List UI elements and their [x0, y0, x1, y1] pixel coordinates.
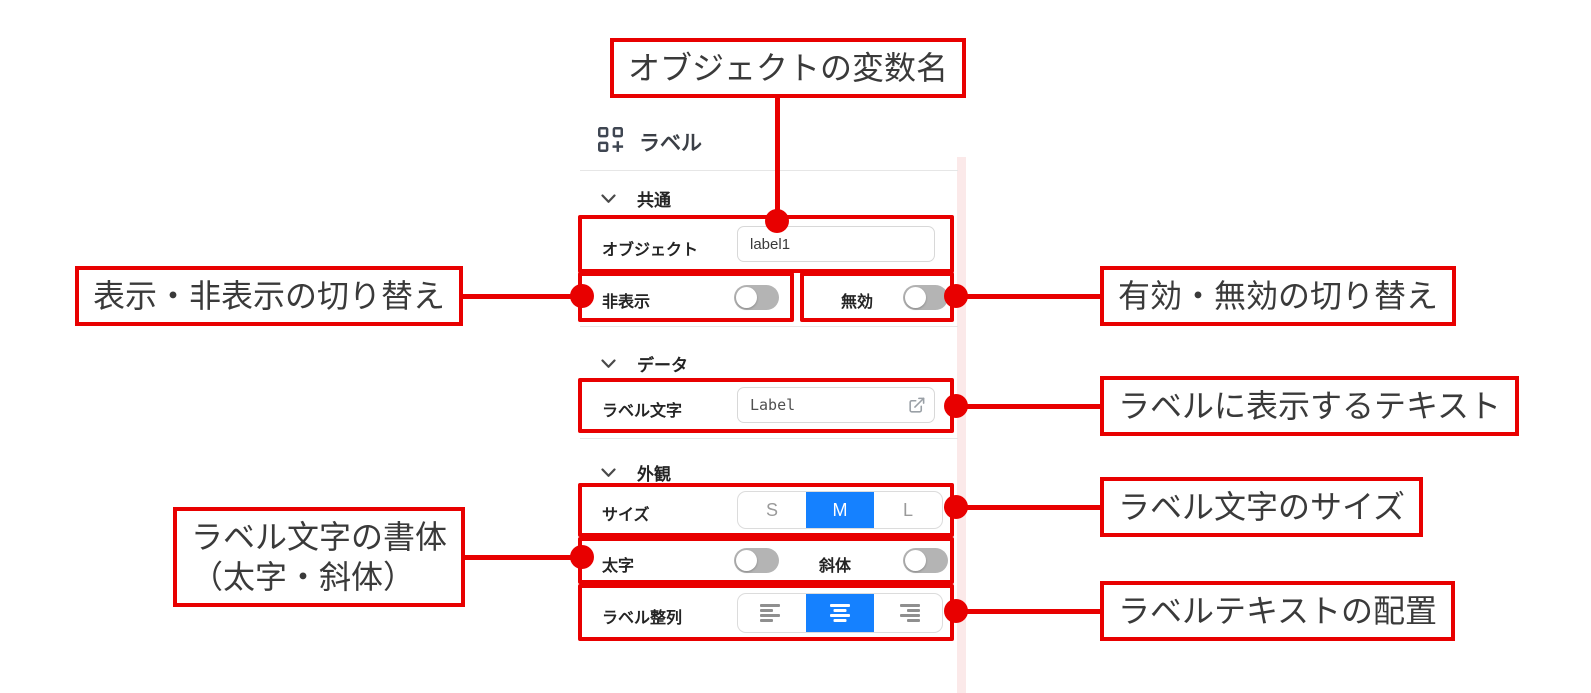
align-right-icon	[900, 604, 920, 622]
callout-dot	[944, 599, 968, 623]
label-text-field-label: ラベル文字	[602, 403, 683, 420]
callout-line	[775, 92, 780, 223]
toggle-knob	[736, 550, 757, 571]
label-text-input[interactable]	[737, 387, 935, 423]
callout-line	[950, 505, 1110, 510]
callout-text: 表示・非表示の切り替え	[93, 278, 446, 314]
bold-toggle[interactable]	[734, 548, 779, 573]
highlight-box-disabled-row	[800, 272, 954, 322]
callout-text: ラベルテキストの配置	[1118, 593, 1438, 629]
callout-text: ラベル文字の書体	[191, 519, 448, 555]
toggle-knob	[905, 550, 926, 571]
size-segmented-control: S M L	[737, 491, 943, 529]
callout-line	[950, 404, 1110, 409]
section-label: 共通	[637, 191, 671, 210]
panel-title: ラベル	[639, 132, 702, 155]
callout-text: 有効・無効の切り替え	[1118, 278, 1439, 314]
chevron-down-icon	[601, 193, 616, 203]
callout-dot	[570, 545, 594, 569]
align-center-button[interactable]	[806, 594, 874, 632]
chevron-down-icon	[601, 467, 616, 477]
callout-font-style: ラベル文字の書体 （太字・斜体）	[173, 507, 466, 607]
toggle-knob	[905, 287, 926, 308]
size-option-m[interactable]: M	[806, 492, 874, 528]
divider	[580, 326, 958, 327]
section-label: 外観	[637, 465, 671, 484]
callout-dot	[570, 284, 594, 308]
callout-dot	[944, 284, 968, 308]
italic-toggle-label: 斜体	[819, 558, 852, 575]
align-left-icon	[760, 604, 780, 622]
callout-text: ラベル文字のサイズ	[1118, 489, 1406, 525]
disabled-toggle-label: 無効	[841, 294, 874, 311]
object-name-input[interactable]	[737, 226, 935, 262]
callout-enable-disable: 有効・無効の切り替え	[1100, 266, 1457, 326]
callout-text: オブジェクトの変数名	[628, 50, 949, 86]
callout-line	[950, 294, 1110, 299]
divider	[580, 170, 958, 171]
bold-toggle-label: 太字	[602, 558, 635, 575]
disabled-toggle[interactable]	[903, 285, 948, 310]
object-field-label: オブジェクト	[602, 242, 699, 259]
callout-font-size: ラベル文字のサイズ	[1100, 477, 1424, 537]
hidden-toggle[interactable]	[734, 285, 779, 310]
size-option-l[interactable]: L	[902, 499, 913, 520]
highlight-box-boldi-talic-row	[578, 537, 954, 584]
callout-text: （太字・斜体）	[191, 559, 416, 595]
callout-show-hide: 表示・非表示の切り替え	[75, 266, 464, 326]
callout-text: ラベルに表示するテキスト	[1118, 388, 1502, 424]
external-link-icon[interactable]	[907, 396, 926, 420]
callout-dot	[944, 495, 968, 519]
section-label: データ	[637, 356, 688, 375]
callout-display-text: ラベルに表示するテキスト	[1100, 376, 1520, 436]
hidden-toggle-label: 非表示	[602, 294, 651, 311]
callout-line	[950, 609, 1110, 614]
align-right-button[interactable]	[874, 594, 942, 632]
highlight-box-align-row	[578, 584, 954, 641]
divider	[580, 438, 958, 439]
callout-dot	[765, 209, 789, 233]
align-left-button[interactable]	[738, 594, 806, 632]
size-option-s[interactable]: S	[765, 499, 778, 520]
chevron-down-icon	[601, 358, 616, 368]
callout-line	[415, 294, 590, 299]
align-segmented-control	[737, 593, 943, 633]
section-header-appearance[interactable]: 外観	[601, 460, 671, 485]
italic-toggle[interactable]	[903, 548, 948, 573]
highlight-box-labeltext-row	[578, 378, 954, 433]
widget-icon	[597, 126, 624, 158]
align-field-label: ラベル整列	[602, 610, 683, 627]
panel-edge-highlight	[957, 157, 966, 693]
callout-object-variable-name: オブジェクトの変数名	[610, 38, 967, 98]
highlight-box-size-row	[578, 483, 954, 537]
highlight-box-hidden-row	[578, 272, 794, 322]
callout-alignment: ラベルテキストの配置	[1100, 581, 1456, 641]
callout-line	[440, 555, 590, 560]
section-header-common[interactable]: 共通	[601, 186, 671, 211]
callout-dot	[944, 394, 968, 418]
size-field-label: サイズ	[602, 507, 650, 524]
toggle-knob	[736, 287, 757, 308]
align-center-icon	[830, 604, 850, 622]
section-header-data[interactable]: データ	[601, 351, 688, 376]
